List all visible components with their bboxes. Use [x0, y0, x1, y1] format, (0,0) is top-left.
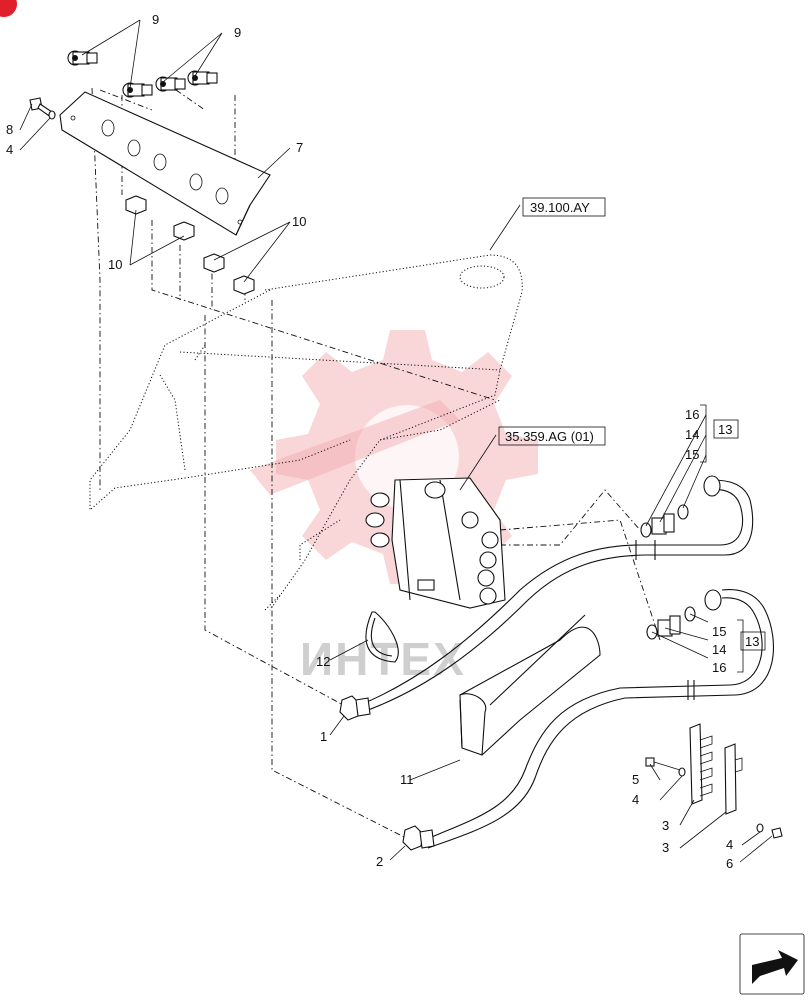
adapter-set-upper — [640, 504, 689, 538]
bolt-5 — [645, 757, 686, 777]
mounting-plate — [59, 91, 271, 236]
hose-1 — [359, 475, 754, 714]
callout-9-left: 9 — [152, 12, 159, 27]
callout-15-lower: 15 — [712, 624, 726, 639]
callout-4-mid: 4 — [632, 792, 639, 807]
red-badge-icon — [0, 0, 17, 17]
callout-15-upper: 15 — [685, 447, 699, 462]
reference-35-359-ag: 35.359.AG (01) — [505, 429, 594, 444]
callout-13-lower: 13 — [745, 634, 759, 649]
callout-box-13-upper — [713, 419, 739, 439]
clip-3a — [689, 723, 713, 805]
control-valve — [365, 477, 506, 609]
hose-2 — [424, 588, 774, 849]
callout-14-upper: 14 — [685, 427, 699, 442]
callout-13-upper: 13 — [718, 422, 732, 437]
callout-16-upper: 16 — [685, 407, 699, 422]
clamp-12 — [365, 611, 399, 663]
fitting-1 — [339, 695, 371, 721]
callout-10-right: 10 — [292, 214, 306, 229]
callout-9-right: 9 — [234, 25, 241, 40]
coupler-group-9 — [67, 50, 218, 98]
callout-4-top: 4 — [6, 142, 13, 157]
callout-3-lower: 3 — [662, 840, 669, 855]
callout-16-lower: 16 — [712, 660, 726, 675]
reference-box-35-359 — [498, 426, 606, 446]
callout-11: 11 — [400, 772, 414, 787]
clip-3b — [724, 743, 743, 815]
leader-lines — [19, 19, 773, 863]
reference-box-39-100 — [522, 197, 606, 217]
callout-4-right: 4 — [726, 837, 733, 852]
callout-1: 1 — [320, 729, 327, 744]
callout-12: 12 — [316, 654, 330, 669]
callout-box-13-lower — [740, 631, 766, 651]
next-page-arrow-icon[interactable] — [739, 933, 805, 995]
nut-group-10 — [125, 195, 255, 295]
nut-6 — [756, 823, 783, 839]
reference-lines — [91, 87, 661, 841]
hose-sleeve-11 — [459, 614, 601, 756]
callout-8: 8 — [6, 122, 13, 137]
bolt-8 — [29, 97, 56, 120]
callout-7: 7 — [296, 140, 303, 155]
frame-outline — [89, 254, 523, 611]
callout-6: 6 — [726, 856, 733, 871]
reference-39-100-ay: 39.100.AY — [530, 200, 590, 215]
callout-5: 5 — [632, 772, 639, 787]
callout-3-upper: 3 — [662, 818, 669, 833]
callout-10-left: 10 — [108, 257, 122, 272]
callout-2: 2 — [376, 854, 383, 869]
callout-14-lower: 14 — [712, 642, 726, 657]
fitting-2 — [402, 825, 435, 851]
